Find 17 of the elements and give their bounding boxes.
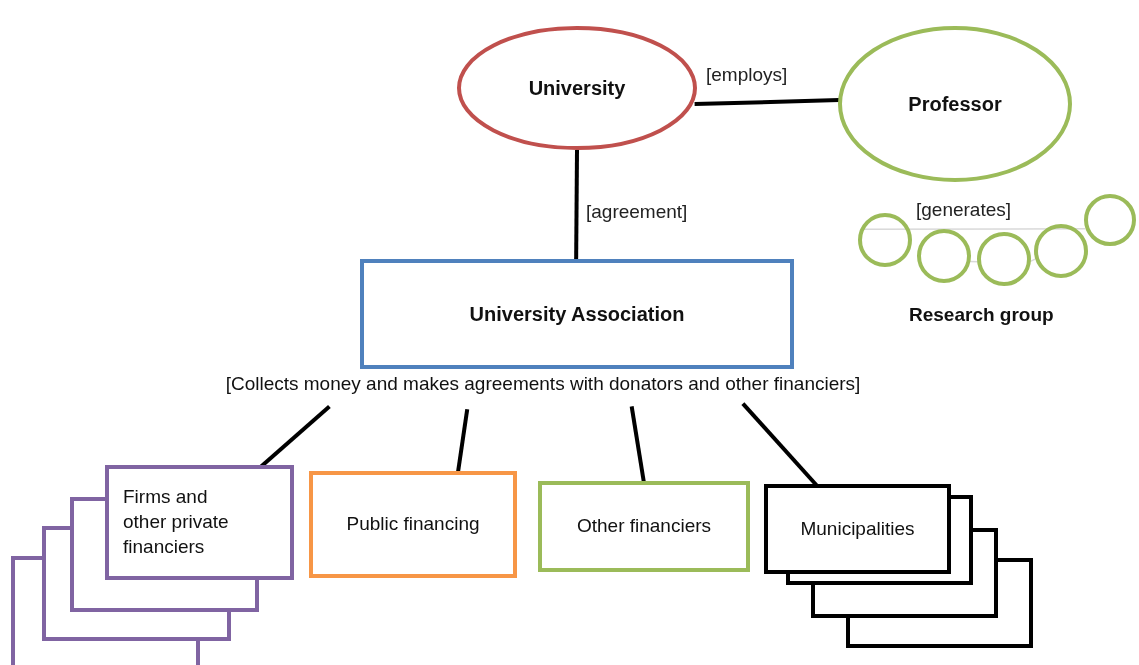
node-label: University [528,76,626,101]
edge-label: [agreement] [585,201,689,223]
guide-line [969,260,979,263]
connector-line [455,408,470,474]
node-label: Public financing [346,512,480,537]
node-label: Municipalities [800,516,915,541]
node-label: Other financiers [576,514,712,539]
node-label: Professor [908,92,1002,117]
edge-label: [generates] [915,199,1013,221]
connector-line [574,150,579,261]
node-label: Firms and other private financiers [123,485,230,559]
connector-line [629,406,646,484]
edge-label: [employs] [705,64,789,86]
description-text: [Collects money and makes agreements with donators and other financiers] [225,371,861,396]
guide-line [1029,258,1036,263]
node-label: University Association [469,302,685,327]
connector-line [694,98,840,107]
